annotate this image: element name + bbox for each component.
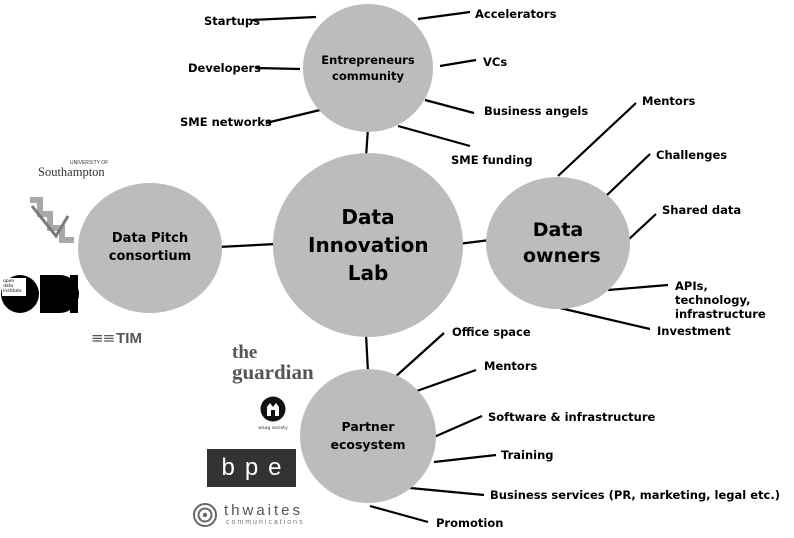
leaf-investment: Investment (657, 324, 731, 338)
guardian-the: the (232, 342, 258, 363)
waag-castle-icon (260, 396, 286, 422)
leaf-vcs: VCs (483, 55, 508, 69)
leaf-business-angels: Business angels (484, 104, 589, 118)
tim-logo: ≡≡ TIM (91, 328, 151, 348)
bpe-text: bpe (221, 454, 292, 481)
guardian-logo: the guardian (232, 342, 322, 384)
odi-logo: open data institute (0, 274, 80, 314)
waag-text: waag society (258, 426, 288, 431)
leaf-sme-funding: SME funding (451, 153, 533, 167)
leaf-startups: Startups (204, 14, 260, 28)
node-center-label: Data Innovation Lab (308, 205, 429, 285)
guardian-name: guardian (232, 360, 314, 384)
southampton-text: Southampton (38, 165, 105, 179)
node-entrepreneurs-community: Entrepreneurs community (303, 4, 433, 132)
node-consortium-label: Data Pitch consortium (108, 231, 192, 264)
leaf-sme-networks: SME networks (180, 115, 272, 129)
thwaites-spiral-icon (193, 503, 217, 527)
leaf-shared-data: Shared data (662, 203, 742, 217)
leaf-apis: APIs, technology, infrastructure (675, 279, 766, 321)
thwaites-sub-text: communications (226, 519, 305, 526)
leaf-software-infrastructure: Software & infrastructure (488, 410, 656, 424)
thwaites-text: thwaites (224, 502, 304, 519)
leaf-mentors-owners: Mentors (642, 94, 696, 108)
node-data-owners: Data owners (486, 177, 630, 309)
bpe-logo: bpe (207, 449, 296, 487)
leaf-developers: Developers (188, 61, 262, 75)
tim-bars-icon: ≡≡ (91, 329, 115, 347)
node-partner-ecosystem: Partner ecosystem (300, 369, 436, 503)
leaf-training: Training (501, 448, 554, 462)
node-entrepreneurs-label: Entrepreneurs community (321, 53, 415, 83)
leaf-business-services: Business services (PR, marketing, legal … (490, 488, 780, 502)
leaf-challenges: Challenges (656, 148, 728, 162)
leaf-office-space: Office space (452, 325, 531, 339)
leaf-accelerators: Accelerators (475, 7, 557, 21)
zigzag-partner-icon (26, 196, 78, 246)
leaf-mentors-partner: Mentors (484, 359, 538, 373)
node-owners-label: Data owners (523, 219, 601, 267)
odi-small-text: open data institute (3, 279, 22, 294)
node-data-innovation-lab: Data Innovation Lab (273, 153, 463, 337)
southampton-small-text: UNIVERSITY OF (70, 160, 109, 166)
leaf-promotion: Promotion (436, 516, 504, 530)
tim-text: TIM (116, 329, 142, 347)
node-data-pitch-consortium: Data Pitch consortium (78, 183, 222, 313)
thwaites-logo: thwaites communications (192, 500, 322, 530)
node-partners-label: Partner ecosystem (330, 419, 406, 452)
southampton-logo: UNIVERSITY OF Southampton (38, 160, 118, 182)
waag-logo: waag society (258, 396, 288, 431)
